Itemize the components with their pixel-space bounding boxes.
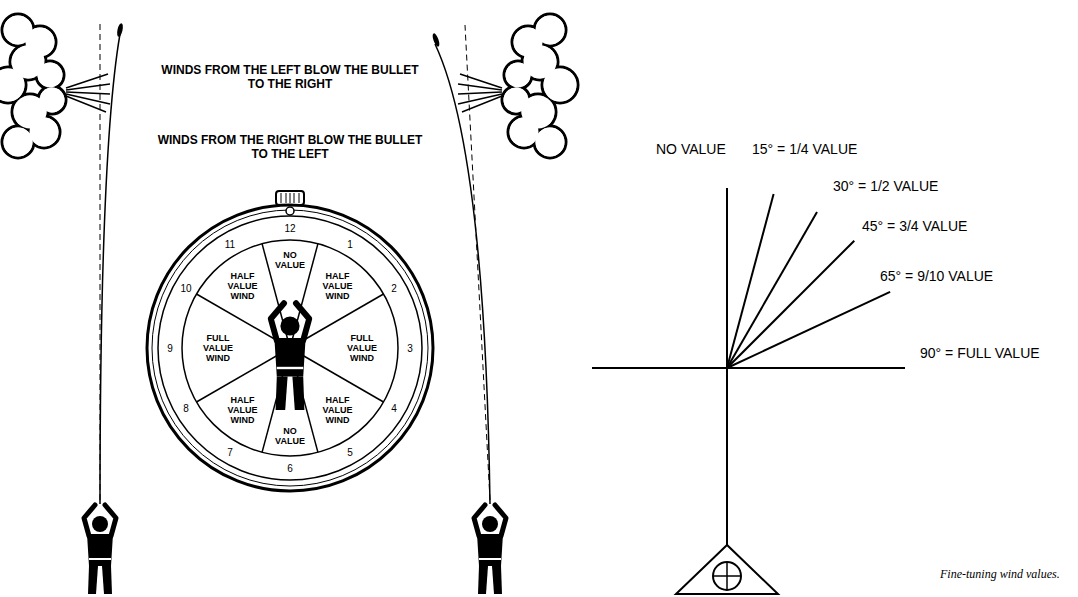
wind-zone-label: NO VALUE	[275, 426, 305, 446]
clock-number: 2	[391, 283, 397, 294]
wind-cloud	[0, 14, 66, 158]
clock-number: 11	[225, 239, 235, 250]
wind-zone-label: HALF VALUE WIND	[323, 395, 353, 425]
angle-value: 45° = 3/4 VALUE	[862, 218, 967, 234]
wind-rays	[458, 74, 502, 112]
caption: Fine-tuning wind values.	[940, 567, 1060, 581]
angle-value: 15° = 1/4 VALUE	[752, 141, 857, 157]
wind-zone-label: FULL VALUE WIND	[203, 333, 233, 363]
wind-zone-label: HALF VALUE WIND	[228, 271, 258, 301]
angle-value: 30° = 1/2 VALUE	[833, 178, 938, 194]
shooter-symbol	[676, 545, 778, 594]
angle-value: 65° = 9/10 VALUE	[880, 268, 993, 284]
shooter-figure	[474, 505, 506, 594]
clock-number: 9	[167, 343, 173, 354]
clock-face	[147, 191, 433, 491]
shooter-figure	[271, 303, 309, 410]
wind-zone-label: FULL VALUE WIND	[347, 333, 377, 363]
clock-number: 1	[347, 239, 353, 250]
wind-zone-label: NO VALUE	[275, 250, 305, 270]
wind-rays	[66, 74, 110, 112]
wind-cloud-fill	[504, 16, 577, 157]
clock-number: 7	[227, 446, 233, 457]
clock-number: 3	[407, 343, 413, 354]
clock-number: 6	[287, 463, 293, 474]
bullet-path	[435, 44, 490, 504]
wind-zone-lines	[196, 244, 383, 453]
bullet	[116, 23, 124, 38]
clock-number: 12	[284, 223, 295, 234]
aim-line	[465, 25, 490, 500]
bullet-path	[100, 34, 120, 504]
wind-cloud	[502, 14, 578, 158]
bullet	[431, 33, 440, 48]
clock-number: 5	[347, 446, 353, 457]
shooter-figure	[84, 505, 116, 594]
wind-note: WINDS FROM THE RIGHT BLOW THE BULLET TO …	[154, 133, 426, 161]
angle-value: 90° = FULL VALUE	[920, 345, 1040, 361]
wind-note: WINDS FROM THE LEFT BLOW THE BULLET TO T…	[154, 63, 426, 91]
clock-number: 4	[391, 403, 397, 414]
clock-number: 10	[181, 283, 192, 294]
clock-number: 8	[183, 403, 189, 414]
angle-value: NO VALUE	[656, 141, 726, 157]
angle-diagram	[592, 188, 905, 545]
wind-zone-label: HALF VALUE WIND	[323, 271, 353, 301]
wind-cloud-fill	[0, 16, 65, 157]
wind-zone-label: HALF VALUE WIND	[228, 395, 258, 425]
